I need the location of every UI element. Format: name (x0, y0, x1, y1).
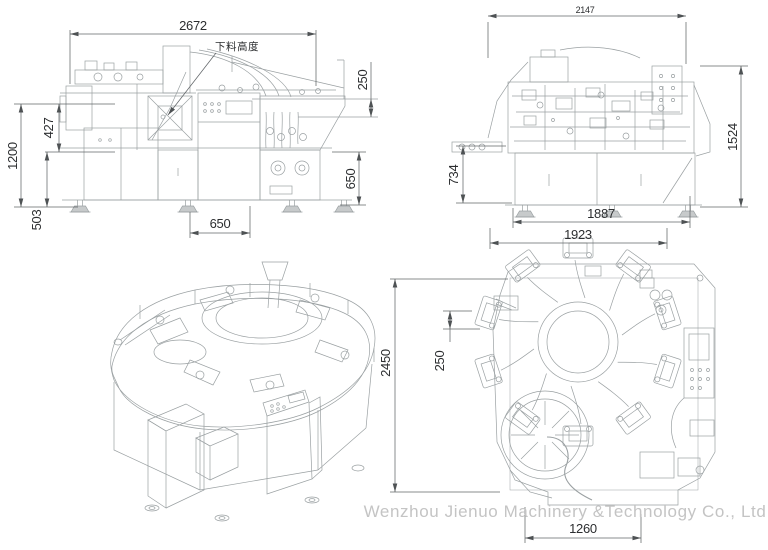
dim-front-base-width: 650 (189, 206, 251, 238)
dim-front-right-height: 650 (332, 151, 366, 206)
dim-side-base-width: 1887 (512, 196, 691, 228)
dim-side-left-height: 734 (446, 145, 512, 204)
dim-front-discharge-height: 250 (355, 62, 374, 117)
dim-text: 2672 (179, 18, 207, 33)
dim-text: 250 (432, 351, 447, 372)
front-view-drawing (59, 45, 378, 213)
dim-plan-station-pitch: 250 (432, 310, 480, 372)
dim-text: 650 (343, 169, 358, 190)
dim-side-overall-width: 2147 (487, 5, 687, 64)
dim-text: 1923 (564, 227, 592, 242)
dim-plan-base-width: 1260 (524, 507, 642, 543)
dim-text: 2147 (576, 5, 595, 15)
dim-text: 2450 (378, 349, 393, 377)
watermark-text: Wenzhou Jienuo Machinery &Technology Co.… (364, 502, 767, 521)
dim-text: 1260 (569, 521, 597, 536)
isometric-view-drawing (110, 261, 376, 522)
side-view-drawing (451, 46, 711, 218)
dim-text: 1200 (5, 142, 20, 170)
front-view-dimensions: 2672 下料高度 250 650 1200 427 503 (5, 18, 374, 238)
callout-discharge-height: 下料高度 (167, 40, 259, 116)
dim-text: 427 (41, 118, 56, 139)
plan-view-dimensions: 2450 250 1260 (378, 278, 642, 543)
dim-text: 734 (446, 165, 461, 186)
dim-front-left-height: 1200 (5, 103, 115, 208)
dim-front-conveyor-height: 503 (29, 152, 50, 231)
side-view-dimensions: 2147 1524 734 1887 1923 (446, 5, 748, 249)
dim-plan-overall-length: 2450 (378, 278, 508, 493)
callout-text: 下料高度 (215, 40, 259, 53)
dim-plan-width: 1923 (489, 227, 668, 249)
dim-text: 503 (29, 210, 44, 231)
dim-front-upper-height: 427 (41, 104, 115, 153)
dim-side-overall-height: 1524 (700, 65, 748, 208)
dim-front-overall-width: 2672 (69, 18, 317, 86)
dim-text: 650 (210, 216, 231, 231)
dim-text: 1524 (725, 123, 740, 151)
dim-text: 1887 (587, 206, 615, 221)
dim-text: 250 (355, 70, 370, 91)
plan-view-drawing (473, 237, 716, 506)
